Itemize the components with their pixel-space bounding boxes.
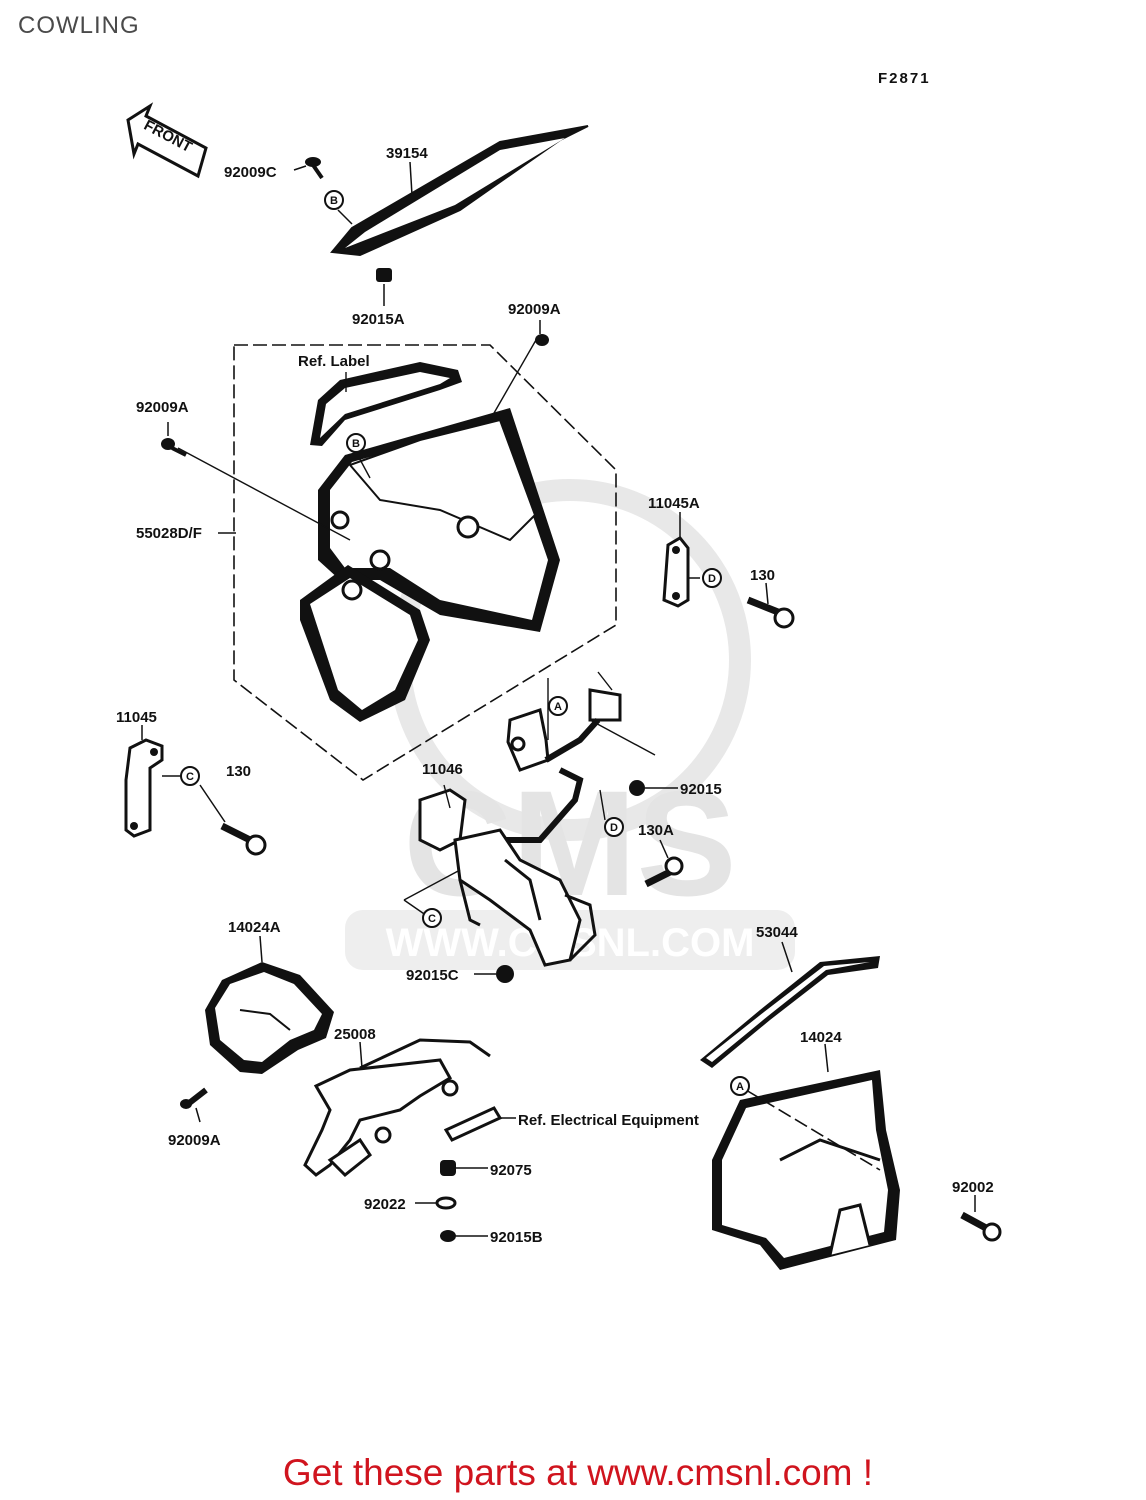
- screw-92009a-left-icon: [161, 422, 187, 457]
- cowling-55028-body: [300, 408, 560, 722]
- callout-d-right: D: [702, 568, 722, 588]
- label-92015a: 92015A: [352, 311, 405, 328]
- svg-text:D: D: [610, 822, 618, 834]
- cowling-assembly-outline: [233, 344, 617, 781]
- bracket-25008: [303, 1038, 491, 1178]
- footer-banner[interactable]: Get these parts at www.cmsnl.com !: [282, 1452, 874, 1493]
- label-ref-label: Ref. Label: [298, 353, 370, 370]
- page-title: COWLING: [18, 12, 140, 39]
- nut-92015c-icon: [474, 965, 514, 983]
- label-130a: 130A: [638, 822, 674, 839]
- washer-92022-icon: [415, 1196, 457, 1210]
- label-130-right: 130: [750, 567, 775, 584]
- label-92075: 92075: [490, 1162, 532, 1179]
- clip-92015a-icon: [376, 268, 392, 306]
- label-11045: 11045: [116, 709, 157, 726]
- grommet-92075-icon: [440, 1160, 488, 1176]
- callout-a-bottom: A: [730, 1076, 750, 1096]
- callout-c-left: C: [180, 766, 200, 786]
- bolt-92002-icon: [960, 1195, 1002, 1242]
- bracket-11045: [124, 725, 182, 838]
- label-39154: 39154: [386, 145, 428, 162]
- cover-14024: [712, 1043, 900, 1270]
- svg-text:A: A: [554, 701, 562, 713]
- nut-92015b-icon: [440, 1230, 488, 1242]
- bolt-130-left-icon: [199, 784, 267, 856]
- svg-text:A: A: [736, 1081, 744, 1093]
- svg-text:B: B: [330, 195, 338, 207]
- label-53044: 53044: [756, 924, 798, 941]
- svg-text:C: C: [428, 913, 436, 925]
- svg-text:B: B: [352, 438, 360, 450]
- part-labels: 92009C 39154 92015A 92009A Ref. Label 92…: [116, 145, 994, 1246]
- label-92009a-top: 92009A: [508, 301, 561, 318]
- label-14024: 14024: [800, 1029, 842, 1046]
- label-14024a: 14024A: [228, 919, 281, 936]
- stay-bracket: [403, 671, 656, 967]
- screw-92009c-icon: [305, 157, 324, 180]
- front-arrow-icon: FRONT: [126, 102, 208, 179]
- label-130-left: 130: [226, 763, 251, 780]
- bolt-130-right-icon: [746, 582, 795, 629]
- callout-d-center: D: [604, 817, 624, 837]
- svg-text:D: D: [708, 573, 716, 585]
- nut-92015-icon: [629, 780, 678, 796]
- svg-text:C: C: [186, 771, 194, 783]
- label-92015c: 92015C: [406, 967, 459, 984]
- label-25008: 25008: [334, 1026, 376, 1043]
- label-92002: 92002: [952, 1179, 994, 1196]
- label-92022: 92022: [364, 1196, 406, 1213]
- callout-c-center: C: [422, 908, 442, 928]
- callout-a-center: A: [548, 696, 568, 716]
- figure-code: F2871: [878, 70, 931, 87]
- label-92009a-bottom: 92009A: [168, 1132, 221, 1149]
- cowling-leaders: [177, 339, 537, 541]
- label-11045a: 11045A: [648, 495, 700, 512]
- label-ref-electrical: Ref. Electrical Equipment: [518, 1112, 699, 1129]
- label-11046: 11046: [422, 761, 463, 778]
- cover-14024a: [205, 935, 334, 1074]
- label-92009a-left: 92009A: [136, 399, 189, 416]
- label-92015b: 92015B: [490, 1229, 543, 1246]
- screw-92009a-bottom-icon: [180, 1087, 208, 1123]
- label-92009c: 92009C: [224, 164, 277, 181]
- misc-leaders: [293, 161, 413, 225]
- callout-b-cowling: B: [346, 433, 366, 453]
- part-39154-strip: [330, 125, 589, 257]
- strip-53044: [700, 941, 880, 1068]
- ref-electrical-clip-icon: [443, 1106, 516, 1142]
- label-55028: 55028D/F: [136, 525, 202, 542]
- label-92015: 92015: [680, 781, 722, 798]
- callout-b-top: B: [324, 190, 344, 210]
- screw-92009a-top-icon: [535, 320, 549, 346]
- bolt-130a-icon: [644, 839, 684, 888]
- ref-label-piece: [310, 362, 462, 446]
- bracket-11045a: [662, 512, 700, 608]
